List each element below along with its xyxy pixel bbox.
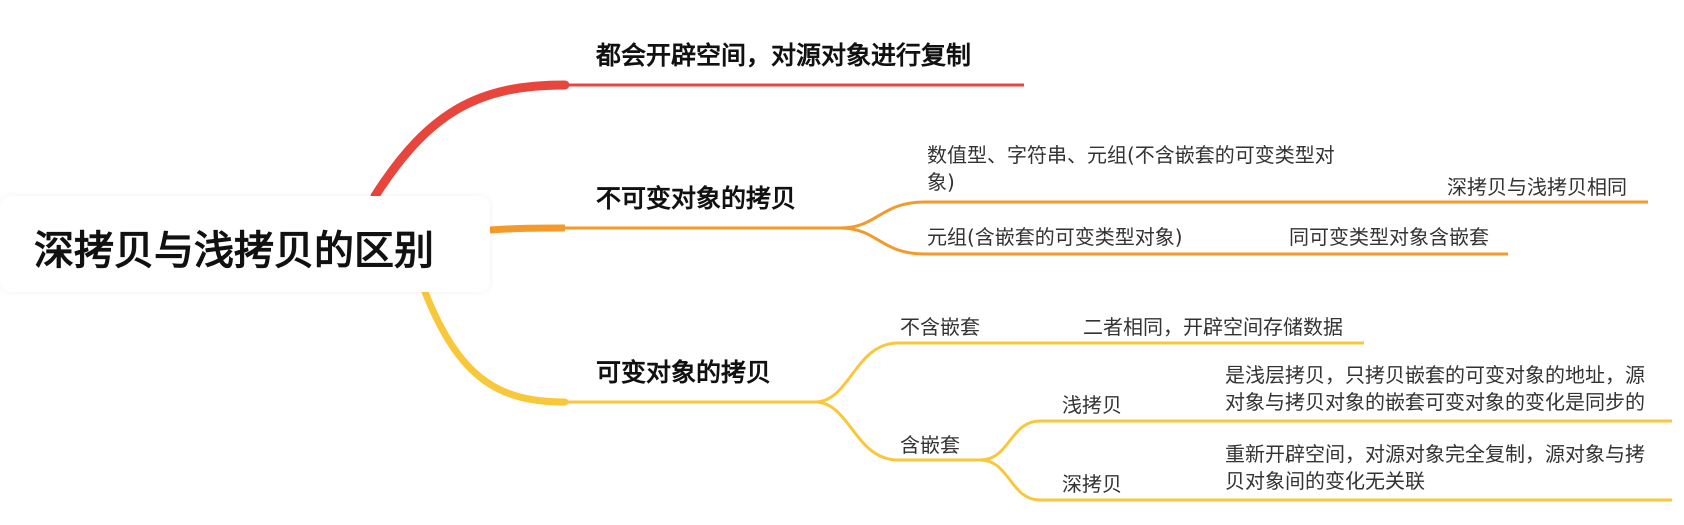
connector-branch-2-child-2 [839, 226, 926, 256]
mutable-no-nesting-note[interactable]: 二者相同，开辟空间存储数据 [1083, 315, 1343, 339]
connector-branch-2-child-1 [839, 200, 926, 230]
root-node[interactable]: 深拷贝与浅拷贝的区别 [0, 196, 490, 292]
immutable-simple-types-label[interactable]: 数值型、字符串、元组(不含嵌套的可变类型对象) [927, 143, 1335, 194]
connector-root-to-branch-2 [489, 224, 566, 234]
deep-copy-note[interactable]: 重新开辟空间，对源对象完全复制，源对象与拷贝对象间的变化无关联 [1225, 442, 1645, 493]
shallow-copy-note[interactable]: 是浅层拷贝，只拷贝嵌套的可变对象的地址，源对象与拷贝对象的嵌套可变对象的变化是同… [1225, 363, 1645, 414]
root-label: 深拷贝与浅拷贝的区别 [34, 228, 434, 274]
mutable-nested-label[interactable]: 含嵌套 [900, 433, 960, 457]
connector-root-to-branch-1 [370, 80, 570, 201]
deep-copy-label[interactable]: 深拷贝 [1062, 472, 1122, 496]
immutable-nested-tuple-note[interactable]: 同可变类型对象含嵌套 [1289, 225, 1489, 249]
mutable-no-nesting-label[interactable]: 不含嵌套 [900, 315, 980, 339]
branch-3-label[interactable]: 可变对象的拷贝 [596, 358, 772, 387]
connector-nested-shallow [979, 419, 1041, 462]
connector-nested-deep [979, 458, 1041, 502]
immutable-nested-tuple-label[interactable]: 元组(含嵌套的可变类型对象) [927, 225, 1183, 249]
branch-1-label[interactable]: 都会开辟空间，对源对象进行复制 [596, 41, 972, 70]
immutable-simple-types-note[interactable]: 深拷贝与浅拷贝相同 [1447, 175, 1627, 199]
connector-branch-3-child-2 [814, 400, 899, 462]
shallow-copy-label[interactable]: 浅拷贝 [1062, 393, 1122, 417]
branch-2-label[interactable]: 不可变对象的拷贝 [596, 184, 797, 213]
connector-branch-3-child-1 [814, 341, 899, 404]
connector-root-to-branch-3 [421, 288, 569, 406]
